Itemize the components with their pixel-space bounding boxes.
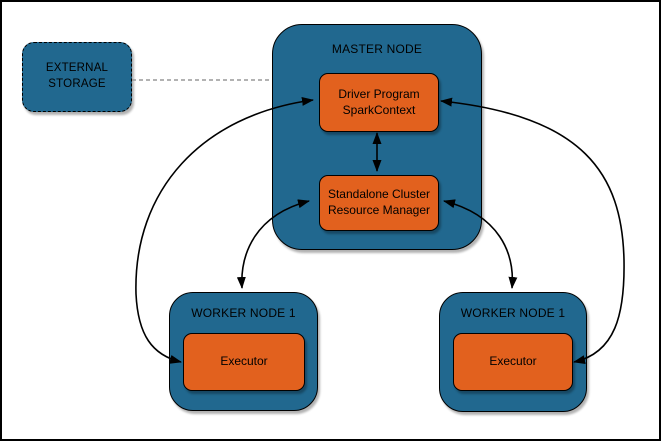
executor-left-box: Executor bbox=[183, 333, 305, 391]
driver-program-box: Driver Program SparkContext bbox=[319, 73, 439, 132]
worker-node-right: WORKER NODE 1 Executor bbox=[439, 292, 587, 412]
driver-program-label: Driver Program SparkContext bbox=[338, 86, 420, 117]
external-storage-label: EXTERNAL STORAGE bbox=[45, 62, 109, 90]
resource-manager-box: Standalone Cluster Resource Manager bbox=[319, 175, 439, 231]
resource-manager-label: Standalone Cluster Resource Manager bbox=[327, 187, 431, 217]
worker-node-right-label: WORKER NODE 1 bbox=[460, 306, 566, 320]
worker-node-left-label: WORKER NODE 1 bbox=[191, 306, 296, 320]
master-node: MASTER NODE Driver Program SparkContext … bbox=[272, 24, 482, 250]
executor-right-box: Executor bbox=[453, 333, 573, 391]
external-storage-node: EXTERNAL STORAGE bbox=[22, 42, 132, 112]
executor-left-label: Executor bbox=[220, 354, 268, 369]
worker-node-left: WORKER NODE 1 Executor bbox=[169, 292, 318, 411]
master-node-label: MASTER NODE bbox=[331, 42, 423, 56]
executor-right-label: Executor bbox=[489, 354, 537, 369]
